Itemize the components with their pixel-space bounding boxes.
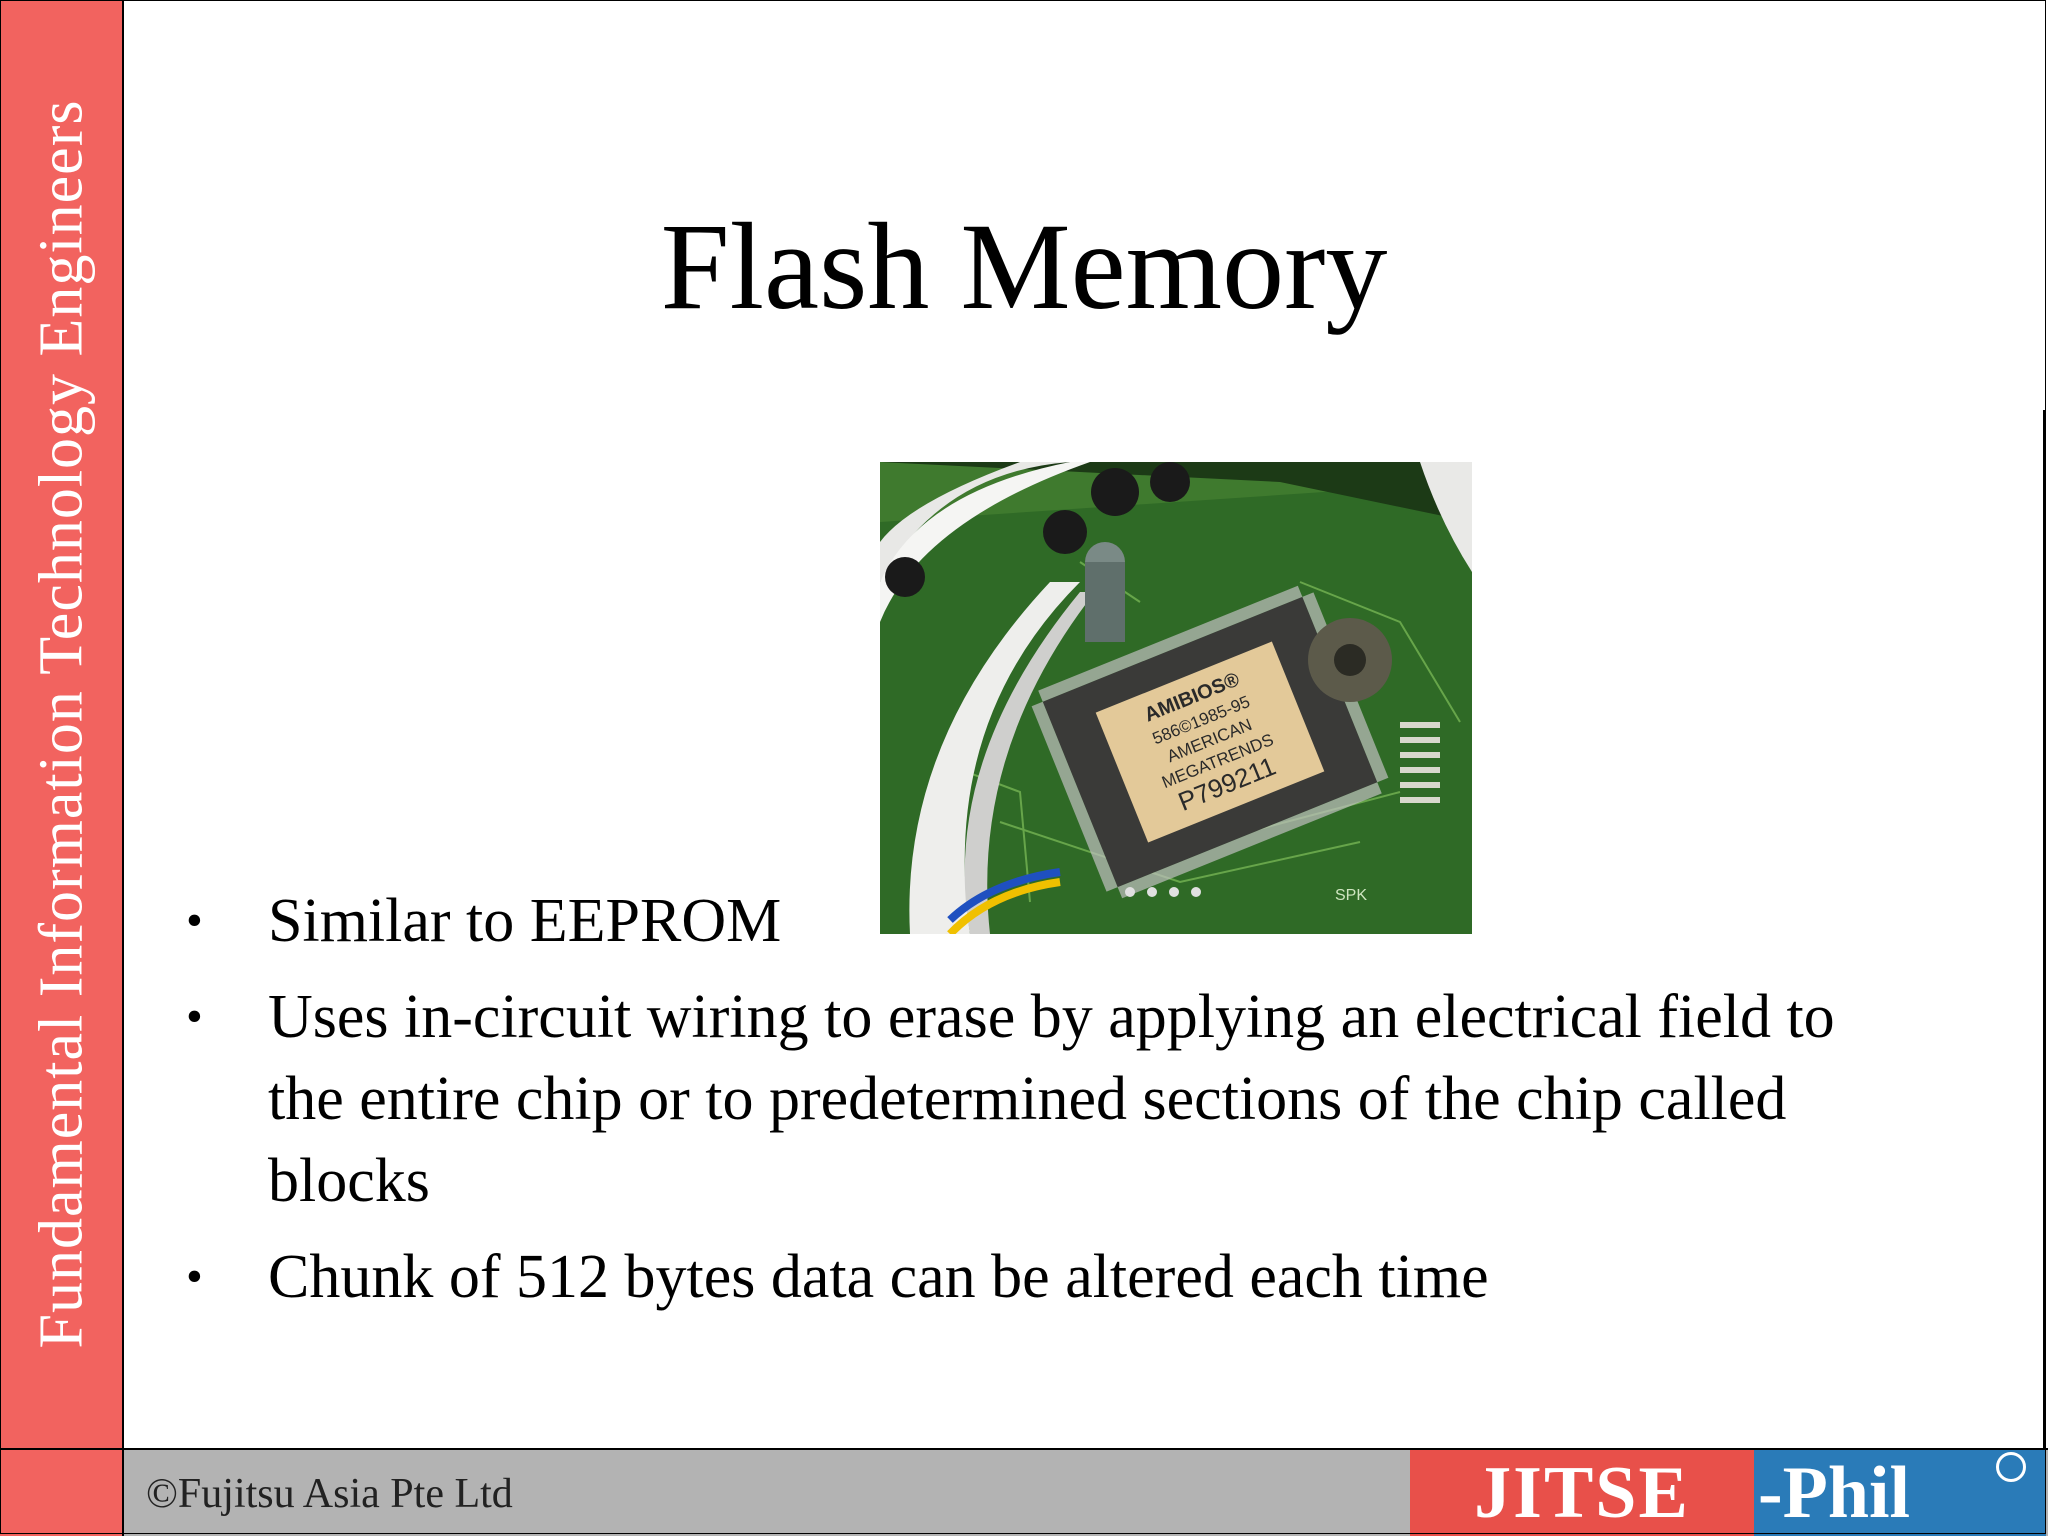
logo-phil-block: -Phil bbox=[1754, 1450, 2046, 1536]
bullet-item: • Similar to EEPROM bbox=[180, 880, 1900, 962]
bullet-text: Similar to EEPROM bbox=[268, 887, 782, 955]
right-edge-rule bbox=[2043, 410, 2046, 1450]
bullet-text: Uses in-circuit wiring to erase by apply… bbox=[268, 983, 1835, 1215]
registered-mark-icon bbox=[1996, 1452, 2026, 1482]
logo-phil-text: -Phil bbox=[1758, 1452, 1911, 1534]
bullet-dot: • bbox=[186, 1250, 203, 1303]
copyright-notice: ©Fujitsu Asia Pte Ltd bbox=[146, 1471, 513, 1517]
board-label-spk: SPK bbox=[1335, 887, 1367, 904]
sidebar-banner: Fundamental Information Technology Engin… bbox=[0, 0, 124, 1448]
sidebar-banner-text: Fundamental Information Technology Engin… bbox=[27, 99, 96, 1349]
bullet-dot: • bbox=[186, 894, 203, 947]
logo-jitse-text: JITSE bbox=[1410, 1450, 1754, 1536]
bullet-item: • Chunk of 512 bytes data can be altered… bbox=[180, 1236, 1900, 1318]
bullet-dot: • bbox=[186, 990, 203, 1043]
bios-chip-photo: AMIBIOS® 586©1985-95 AMERICAN MEGATRENDS… bbox=[880, 462, 1472, 934]
slide-title: Flash Memory bbox=[660, 198, 1388, 335]
footer-sidebar-block bbox=[0, 1450, 124, 1536]
slide-footer: ©Fujitsu Asia Pte Ltd JITSE -Phil bbox=[0, 1448, 2048, 1536]
jitse-phil-logo: JITSE -Phil bbox=[1410, 1450, 2046, 1536]
bullet-text: Chunk of 512 bytes data can be altered e… bbox=[268, 1243, 1489, 1311]
bullet-item: • Uses in-circuit wiring to erase by app… bbox=[180, 976, 1900, 1222]
bullet-list: • Similar to EEPROM • Uses in-circuit wi… bbox=[180, 880, 1900, 1332]
